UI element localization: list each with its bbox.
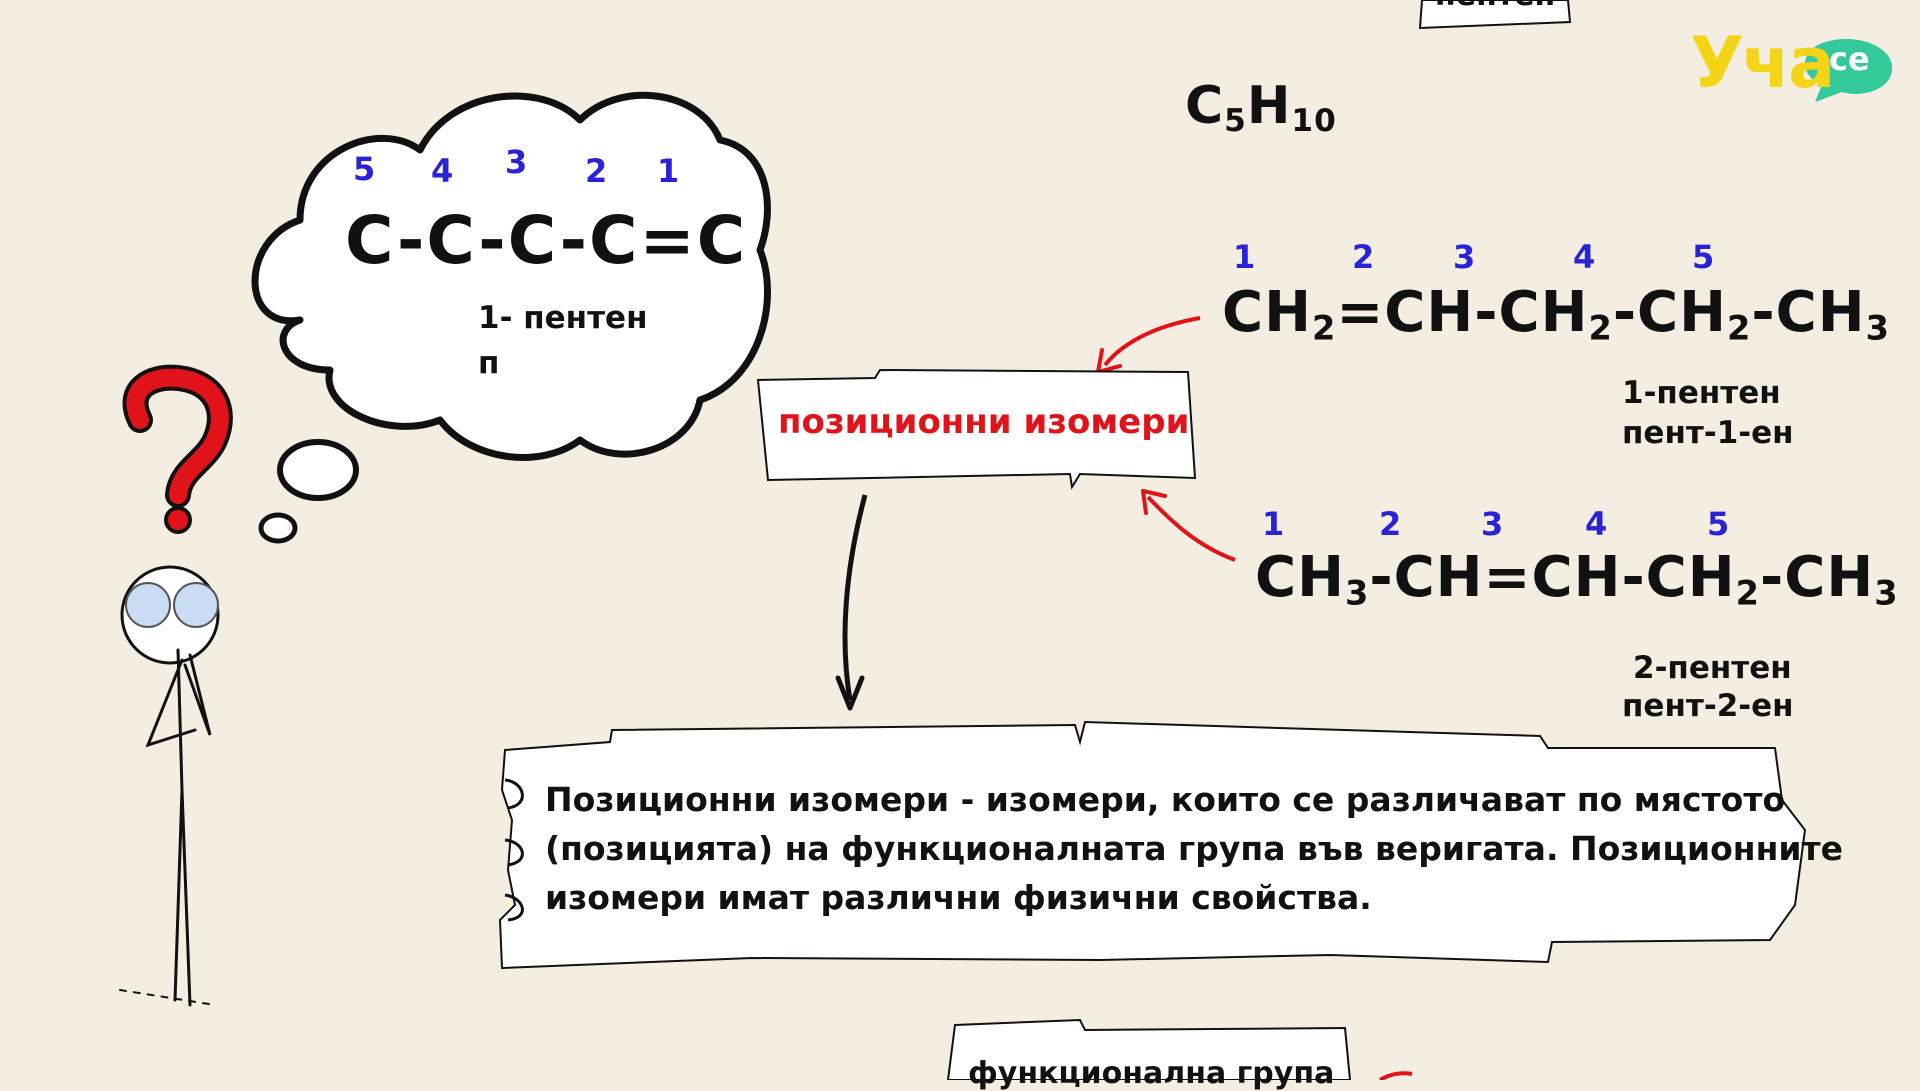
logo-text-secondary: се [1829, 40, 1870, 78]
formula1-structure: CH2=CH-CH2-CH2-CH3 [1222, 280, 1890, 348]
carbon-number: 5 [353, 150, 376, 188]
red-arrow-fragment [1378, 1071, 1413, 1080]
question-mark-icon [122, 364, 233, 534]
bottom-box-label: функционална група [968, 1056, 1335, 1091]
cloud-name-line1: 1- пентен [478, 300, 648, 336]
thought-cloud [251, 91, 771, 461]
definition-line: изомери имат различни физични свойства. [545, 878, 1372, 917]
carbon-number: 3 [1453, 238, 1476, 276]
carbon-number: 2 [585, 152, 608, 190]
brand-logo[interactable]: Уча [1690, 22, 1835, 104]
isomer-label: позиционни изомери [778, 402, 1190, 442]
carbon-number: 5 [1692, 238, 1715, 276]
arrow-formula2-to-label [1146, 495, 1236, 562]
formula2-iupac-name: пент-2-ен [1622, 688, 1794, 724]
arrow-formula1-to-label [1103, 316, 1201, 367]
carbon-number: 2 [1379, 505, 1402, 543]
stick-figure [119, 565, 220, 1007]
definition-paper [498, 720, 1807, 970]
top-box-paper [1418, 0, 1572, 30]
carbon-number: 2 [1352, 238, 1375, 276]
cloud-name-line2: п [478, 345, 500, 381]
formula2-common-name: 2-пентен [1633, 650, 1792, 686]
carbon-number: 4 [431, 152, 454, 190]
bottom-box-paper [946, 1018, 1352, 1080]
carbon-number: 1 [657, 152, 680, 190]
carbon-number: 5 [1707, 505, 1730, 543]
carbon-number: 4 [1573, 238, 1596, 276]
carbon-number: 3 [1481, 505, 1504, 543]
carbon-number: 4 [1585, 505, 1608, 543]
arrow-down-to-definition [842, 494, 868, 701]
molecular-formula: C5H10 [1185, 76, 1337, 139]
carbon-number: 1 [1233, 238, 1256, 276]
logo-text-main: Уча [1690, 22, 1835, 104]
formula1-iupac-name: пент-1-ен [1622, 415, 1794, 451]
carbon-number: 3 [505, 143, 528, 181]
formula2-structure: CH3-CH=CH-CH2-CH3 [1255, 545, 1899, 613]
definition-line: Позиционни изомери - изомери, които се р… [545, 780, 1786, 819]
definition-text: Позиционни изомери - изомери, които се р… [545, 775, 1843, 922]
carbon-number: 1 [1262, 505, 1285, 543]
definition-line: (позицията) на функционалната група във … [545, 829, 1844, 868]
thought-bubble-small [258, 512, 298, 544]
carbon-chain: C-C-C-C=C [345, 202, 748, 279]
top-box-label: пентен [1435, 0, 1555, 13]
thought-bubble-medium [277, 439, 359, 501]
isomer-label-paper [756, 368, 1197, 490]
logo-bubble-icon [1804, 39, 1893, 102]
formula1-common-name: 1-пентен [1622, 375, 1781, 411]
